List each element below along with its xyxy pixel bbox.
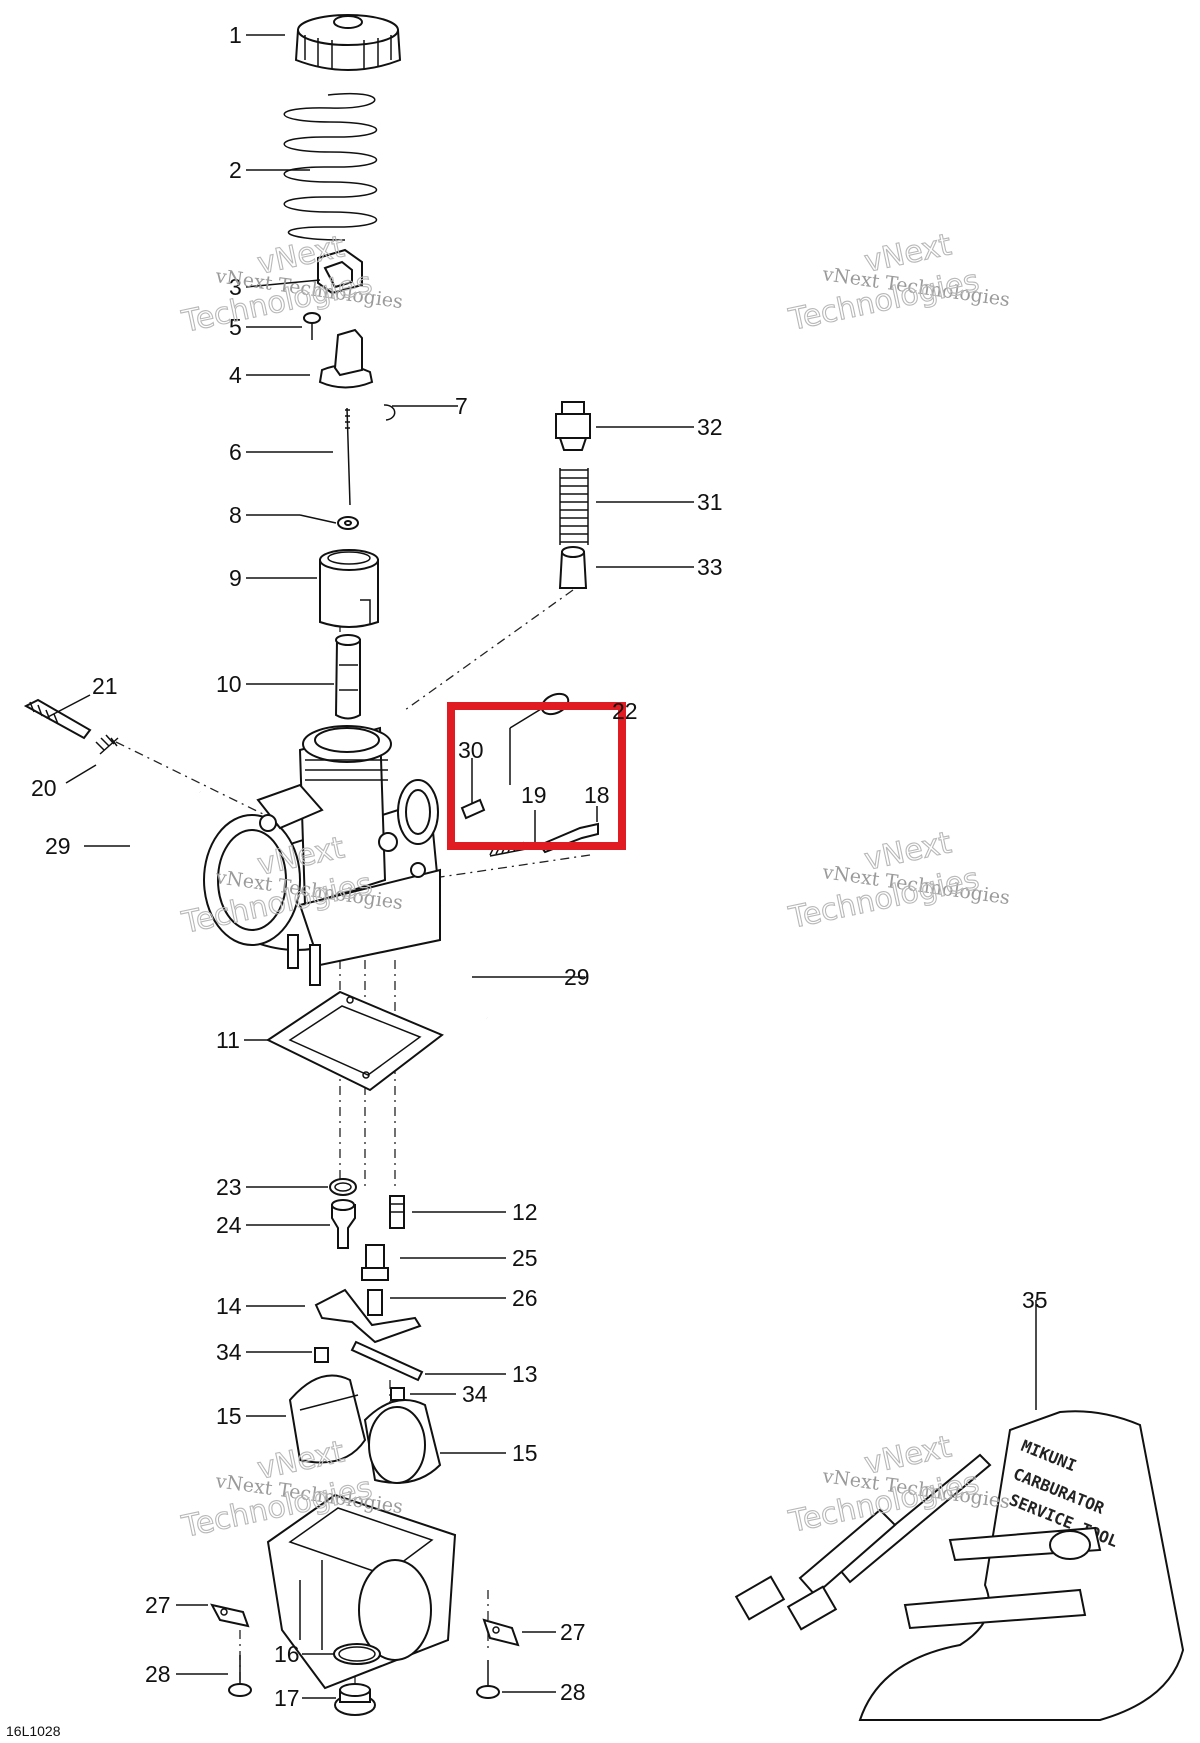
pilot-air-screw-30-part: [460, 798, 486, 820]
callout-29-right: 29: [564, 964, 590, 990]
callout-11: 11: [216, 1027, 240, 1053]
callout-19: 19: [521, 782, 547, 808]
callout-4: 4: [229, 362, 242, 388]
callout-28-right: 28: [560, 1679, 586, 1705]
callout-32: 32: [697, 414, 723, 440]
o-ring-23-part: [329, 1178, 357, 1196]
air-screw-part: [23, 698, 92, 740]
callout-10: 10: [216, 671, 242, 697]
callout-17: 17: [274, 1685, 300, 1711]
float-bowl-gasket-part: [265, 990, 444, 1092]
float-right-part: [363, 1399, 442, 1484]
float-bowl-part: [266, 1493, 457, 1690]
highlight-box: [447, 702, 626, 850]
cap-part: [294, 14, 402, 71]
callout-7: 7: [455, 393, 468, 419]
carburetor-body-part: [203, 725, 442, 986]
callout-13: 13: [512, 1361, 538, 1387]
needle-jet-part: [334, 634, 361, 720]
callout-12: 12: [512, 1199, 538, 1225]
callout-14: 14: [216, 1293, 242, 1319]
watermark: vNext vNext Technologies Technologies: [785, 825, 1011, 937]
callout-2: 2: [229, 157, 242, 183]
callout-31: 31: [697, 489, 723, 515]
drain-plug-part: [334, 1683, 376, 1716]
callout-23: 23: [216, 1174, 242, 1200]
callout-35: 35: [1022, 1287, 1048, 1313]
callout-3: 3: [229, 274, 242, 300]
clip-part: [383, 404, 396, 421]
callout-16: 16: [274, 1641, 300, 1667]
callout-25: 25: [512, 1245, 538, 1271]
screw-left-part: [228, 1655, 252, 1697]
washer-part: [337, 516, 359, 530]
callout-1: 1: [229, 22, 242, 48]
needle-jet-holder-part: [361, 1244, 389, 1281]
leader-lines: [45, 34, 1037, 1699]
spring-part: [283, 92, 378, 241]
callout-5: 5: [229, 314, 242, 340]
float-pin-retainer-part: [314, 1347, 405, 1401]
callout-33: 33: [697, 554, 723, 580]
callout-34-left: 34: [216, 1339, 242, 1365]
o-ring-16-part: [333, 1643, 381, 1665]
callout-29-left: 29: [45, 833, 71, 859]
figure-code: 16L1028: [6, 1723, 61, 1739]
callout-9: 9: [229, 565, 242, 591]
bracket-right-part: [482, 1618, 520, 1647]
callout-22: 22: [612, 698, 638, 724]
callout-26: 26: [512, 1285, 538, 1311]
callout-30: 30: [458, 737, 484, 763]
air-screw-spring-part: [95, 734, 119, 755]
float-left-part: [288, 1374, 367, 1464]
pilot-jet-part: [389, 1195, 405, 1229]
callout-28-left: 28: [145, 1661, 171, 1687]
jet-needle-part: [345, 407, 351, 506]
cable-spring-part: [559, 468, 589, 545]
callout-15-left: 15: [216, 1403, 242, 1429]
callout-27-right: 27: [560, 1619, 586, 1645]
callout-20: 20: [31, 775, 57, 801]
callout-18: 18: [584, 782, 610, 808]
plate-4-part: [318, 328, 374, 389]
main-jet-part: [367, 1289, 383, 1316]
watermarks: vNext vNext Technologies Technologies vN…: [178, 227, 1011, 1546]
screw-5-part: [303, 312, 321, 340]
cable-fitting-part: [558, 546, 588, 589]
callout-24: 24: [216, 1212, 242, 1238]
tool-kit-part: MIKUNI CARBURATOR SERVICE TOOL: [734, 1410, 1185, 1721]
vent-tube-left-part: [131, 778, 202, 889]
float-pin-part: [350, 1340, 424, 1382]
vent-tube-right-part: [457, 922, 490, 1019]
callout-15-right: 15: [512, 1440, 538, 1466]
callout-34-right: 34: [462, 1381, 488, 1407]
callout-6: 6: [229, 439, 242, 465]
watermark: vNext vNext Technologies Technologies: [178, 229, 404, 341]
cable-adjuster-part: [555, 401, 591, 451]
bracket-left-part: [210, 1603, 250, 1628]
watermark: vNext vNext Technologies Technologies: [785, 227, 1011, 339]
needle-valve-part: [331, 1199, 356, 1249]
callout-labels: 1 2 3 5 4 7 32 6 31 8 33 9 10 21 22 30 1…: [31, 22, 1048, 1711]
screw-right-part: [476, 1660, 500, 1699]
callout-27-left: 27: [145, 1592, 171, 1618]
callout-8: 8: [229, 502, 242, 528]
needle-retainer-part: [317, 248, 363, 295]
throttle-slide-part: [319, 549, 379, 628]
float-arm-part: [314, 1288, 422, 1344]
callout-21: 21: [92, 673, 118, 699]
